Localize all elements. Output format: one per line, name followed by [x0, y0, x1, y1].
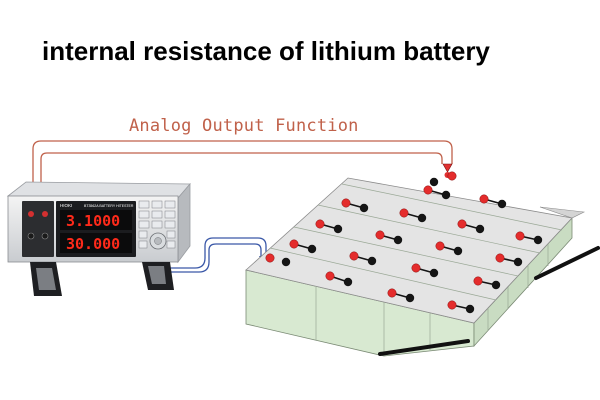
meter-stand-feet — [30, 262, 174, 296]
cell-divider-lines — [269, 183, 563, 356]
meter-brand: HIOKI — [60, 203, 72, 208]
meter-model: BT3562A BATTERY HITESTER — [84, 204, 134, 208]
positive-terminals — [265, 171, 525, 310]
pack-output-cables — [378, 246, 600, 356]
probe-cables — [150, 237, 267, 273]
lithium-battery-pack — [245, 171, 600, 357]
analog-output-label: Analog Output Function — [129, 116, 359, 136]
negative-terminals — [281, 177, 543, 314]
meter-keypad — [138, 200, 176, 249]
meter-display-voltage: 3.1000 — [66, 212, 120, 230]
analog-output-cable — [32, 140, 453, 205]
diagram-title: internal resistance of lithium battery — [42, 36, 490, 66]
battery-hitester-meter: HIOKI BT3562A BATTERY HITESTER 3.1000 30… — [6, 181, 191, 296]
meter-dial — [149, 232, 167, 250]
meter-display-resistance: 30.000 — [66, 235, 120, 253]
